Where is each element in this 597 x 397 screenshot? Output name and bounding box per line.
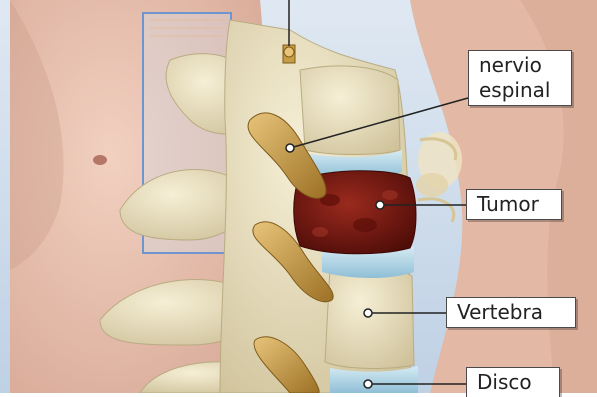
label-spinal-nerve: nervio espinal bbox=[468, 50, 572, 106]
label-vertebra-text: Vertebra bbox=[457, 300, 565, 325]
label-disc-text: Disco bbox=[477, 370, 549, 395]
label-spinal-nerve-line2: espinal bbox=[479, 78, 561, 103]
label-vertebra: Vertebra bbox=[446, 297, 576, 328]
label-tumor-text: Tumor bbox=[477, 192, 551, 217]
nipple bbox=[93, 155, 107, 165]
label-tumor: Tumor bbox=[466, 189, 562, 220]
label-spinal-nerve-line1: nervio bbox=[479, 53, 561, 78]
